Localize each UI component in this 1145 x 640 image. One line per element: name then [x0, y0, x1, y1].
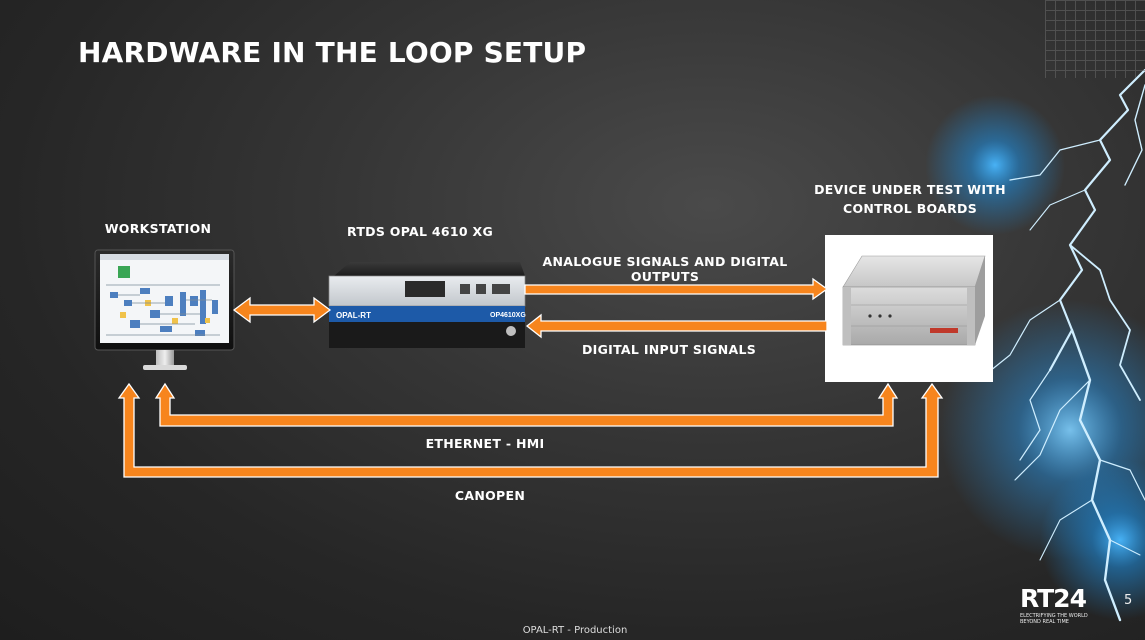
label-opal-simulator: RTDS OPAL 4610 XG: [346, 224, 494, 239]
rt24-logo: RT24 ELECTRIFYING THE WORLD BEYOND REAL …: [1020, 585, 1120, 633]
label-canopen: CANOPEN: [454, 488, 526, 503]
opal-brand-text: OPAL-RT: [336, 311, 371, 320]
logo-main-text: RT24: [1020, 584, 1087, 613]
label-ethernet-hmi: ETHERNET - HMI: [425, 436, 545, 451]
opal-rt-simulator: OPAL-RT OP4610XG: [328, 262, 526, 348]
slide-footer: OPAL-RT - Production: [522, 625, 628, 636]
label-digital-input: DIGITAL INPUT SIGNALS: [581, 342, 757, 357]
opal-model-text: OP4610XG: [490, 312, 526, 319]
arrow-digital-input: [525, 313, 828, 339]
logo-sub-line2: BEYOND REAL TIME: [1020, 619, 1069, 625]
arrow-workstation-opal: [232, 296, 332, 324]
label-device-under-test: DEVICE UNDER TEST WITH CONTROL BOARDS: [810, 180, 1010, 218]
workstation-monitor: [94, 249, 235, 370]
lightning-bolts: [984, 68, 1145, 622]
glow-top: [925, 95, 1065, 235]
device-under-test: [825, 235, 993, 382]
label-analogue-signals: ANALOGUE SIGNALS AND DIGITAL OUTPUTS: [542, 254, 788, 284]
grid-decoration: [1045, 0, 1145, 78]
simulink-blocks: [110, 288, 218, 336]
page-number: 5: [1124, 593, 1133, 608]
logo-sub-line1: ELECTRIFYING THE WORLD: [1020, 613, 1088, 619]
label-workstation: WORKSTATION: [104, 221, 212, 236]
arrow-canopen: [117, 382, 944, 478]
arrow-analogue-signals: [524, 277, 829, 301]
label-dut-line1: DEVICE UNDER TEST WITH: [814, 182, 1006, 197]
arrow-ethernet-hmi: [154, 382, 899, 427]
connection-arrows: [117, 277, 944, 478]
glow-lower: [1040, 460, 1145, 620]
label-dut-line2: CONTROL BOARDS: [842, 201, 978, 216]
slide-title: HARDWARE IN THE LOOP SETUP: [78, 36, 587, 69]
